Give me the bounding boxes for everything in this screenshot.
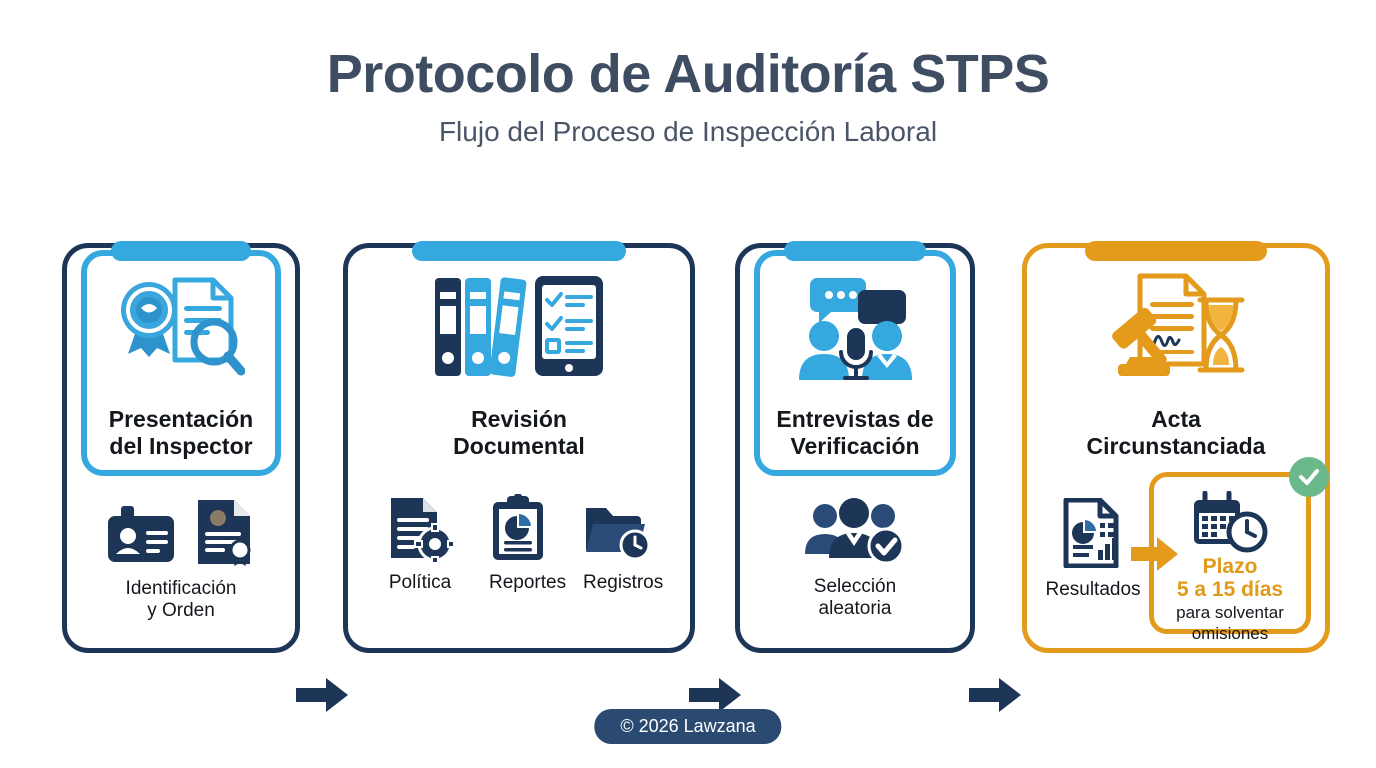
plazo-line-2: 5 a 15 días	[1176, 578, 1284, 602]
sub-item[interactable]	[387, 496, 453, 562]
step-card-3[interactable]: Entrevistas de Verificación	[735, 241, 975, 653]
step-1-caption-line-2: y Orden	[147, 600, 215, 622]
sub-label-registros: Registros	[583, 572, 664, 593]
step-2-top-bar	[412, 241, 626, 261]
step-2-title: Revisión Documental	[356, 406, 682, 460]
step-1-sub-icons	[67, 498, 295, 566]
certificate-document-icon	[198, 500, 251, 566]
step-3-caption-line-2: aleatoria	[818, 598, 892, 620]
header: Protocolo de Auditoría STPS Flujo del Pr…	[0, 46, 1376, 147]
step-3-caption: Selección aleatoria	[740, 576, 970, 621]
plazo-line-4: omisiones	[1191, 623, 1269, 643]
results-chart-document-icon	[1063, 497, 1119, 569]
step-1-title-line-2: del Inspector	[109, 433, 253, 460]
sub-label-politica: Política	[388, 572, 452, 593]
calendar-clock-icon	[1194, 491, 1268, 553]
copyright-badge: © 2026 Lawzana	[594, 709, 782, 744]
arrow-right-icon	[689, 675, 743, 715]
resultados-group[interactable]: Resultados	[1041, 497, 1145, 601]
step-3-top-bar	[784, 241, 926, 261]
gavel-document-hourglass-icon	[1027, 272, 1325, 380]
sub-label-reportes: Reportes	[489, 572, 567, 593]
step-4-title-line-2: Circunstanciada	[1086, 433, 1266, 460]
sub-item[interactable]	[583, 500, 651, 562]
step-2-title-line-2: Documental	[453, 433, 585, 460]
step-4-title: Acta Circunstanciada	[1035, 406, 1317, 460]
arrow-right-icon	[296, 675, 350, 715]
plazo-note: para solventar omisiones	[1154, 603, 1306, 644]
step-3-title: Entrevistas de Verificación	[748, 406, 962, 460]
page-subtitle: Flujo del Proceso de Inspección Laboral	[438, 115, 938, 147]
clipboard-chart-icon	[493, 494, 543, 560]
step-2-bottom: Política Reportes Registros	[348, 494, 690, 594]
id-badge-icon	[108, 506, 174, 562]
document-gear-icon	[391, 498, 453, 562]
speech-bubbles-people-microphone-icon	[740, 272, 970, 382]
step-3-sub-icons	[740, 498, 970, 564]
binders-tablet-checklist-icon	[348, 272, 690, 380]
arrow-right-icon	[969, 675, 1023, 715]
sub-item[interactable]	[803, 498, 907, 564]
sub-item[interactable]	[489, 494, 547, 562]
step-1-title: Presentación del Inspector	[75, 406, 287, 460]
step-2-sub-icons	[348, 494, 690, 562]
process-flow: Presentación del Inspector	[0, 241, 1376, 712]
step-4-title-line-1: Acta	[1151, 406, 1201, 432]
step-2-sub-labels: Política Reportes Registros	[348, 572, 690, 594]
arrow-right-icon	[1131, 536, 1179, 577]
sub-item[interactable]	[194, 498, 256, 566]
step-2-title-line-1: Revisión	[471, 406, 567, 432]
people-group-check-icon	[805, 498, 905, 564]
plazo-line-3: para solventar	[1176, 603, 1284, 623]
plazo-box: Plazo 5 a 15 días para solventar omision…	[1149, 472, 1311, 643]
step-3-title-line-1: Entrevistas de	[776, 406, 934, 432]
step-1-bottom: Identificación y Orden	[67, 498, 295, 623]
sub-label-resultados: Resultados	[1045, 579, 1141, 600]
step-3-title-line-2: Verificación	[790, 433, 920, 460]
step-1-caption: Identificación y Orden	[67, 578, 295, 623]
step-card-1[interactable]: Presentación del Inspector	[62, 241, 300, 653]
step-1-caption-line-1: Identificación	[125, 578, 237, 599]
step-4-top-bar	[1085, 241, 1267, 261]
step-3-bottom: Selección aleatoria	[740, 498, 970, 621]
page-title: Protocolo de Auditoría STPS	[326, 44, 1050, 104]
sub-item[interactable]	[106, 504, 176, 566]
step-1-top-bar	[111, 241, 251, 261]
seal-document-magnifier-icon	[67, 272, 295, 382]
step-card-2[interactable]: Revisión Documental	[343, 241, 695, 653]
step-card-4[interactable]: Acta Circunstanciada	[1022, 241, 1330, 653]
folder-clock-icon	[586, 508, 651, 561]
green-check-badge-icon	[1289, 457, 1329, 497]
plazo-line-1: Plazo	[1202, 555, 1258, 578]
step-1-title-line-1: Presentación	[108, 406, 254, 432]
step-3-caption-line-1: Selección	[813, 576, 897, 597]
